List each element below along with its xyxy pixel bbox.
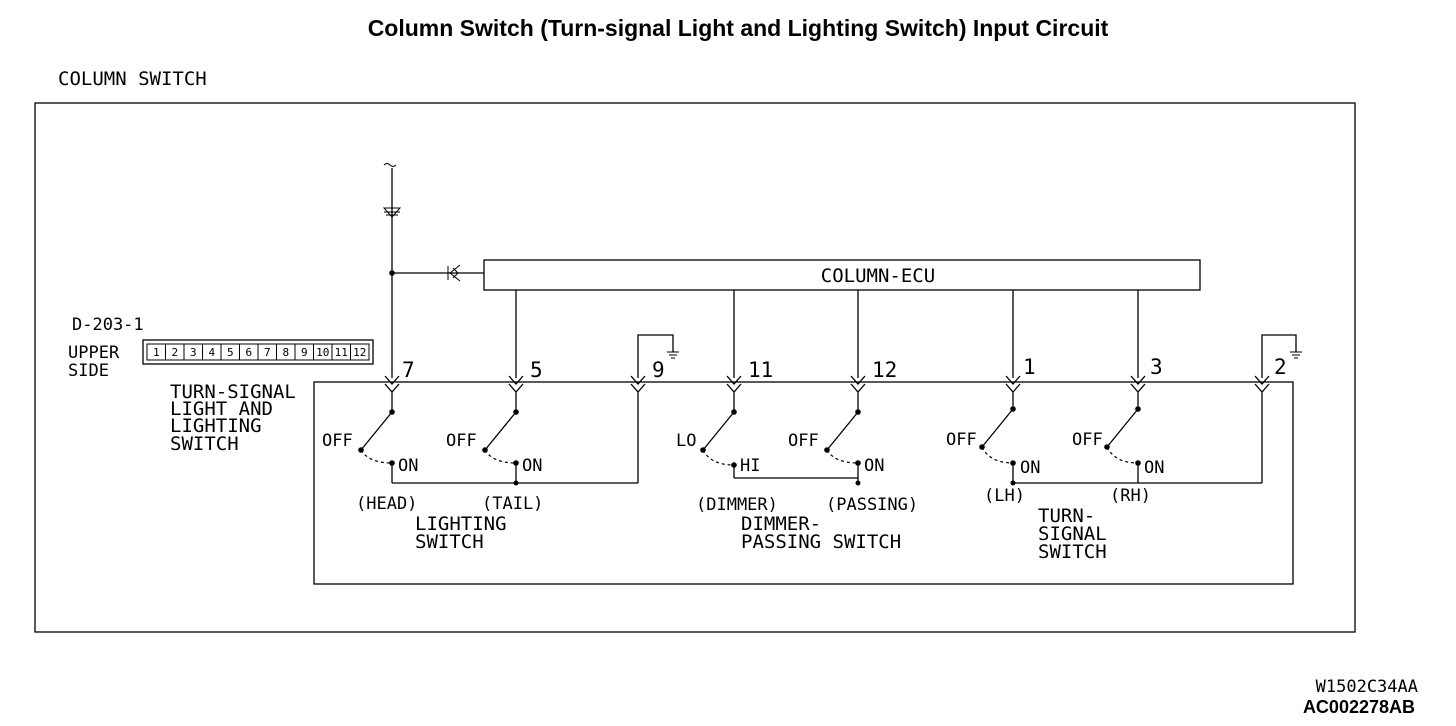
- connector-cell-number: 1: [153, 346, 160, 359]
- tail-off-label: OFF: [446, 431, 477, 451]
- diagram-title: Column Switch (Turn-signal Light and Lig…: [368, 15, 1109, 41]
- switch-block-line3: LIGHTING: [170, 415, 262, 437]
- common-return-lines: [391, 392, 1263, 486]
- passing-on-label: ON: [864, 456, 884, 476]
- ground-icon: [667, 351, 679, 359]
- switch-box: [313, 381, 1294, 585]
- terminal-icon: [384, 375, 400, 393]
- connector-cell-number: 3: [190, 346, 197, 359]
- terminal-icon: [1130, 375, 1146, 393]
- switch-contacts: [358, 392, 1141, 468]
- lighting-switch-line1: LIGHTING: [415, 513, 507, 535]
- column-ecu-label: COLUMN-ECU: [821, 265, 935, 287]
- dimmer-lo-label: LO: [676, 431, 696, 451]
- dimmer-passing-line2: PASSING SWITCH: [741, 531, 901, 553]
- lh-off-label: OFF: [946, 430, 977, 450]
- power-supply-line: [382, 163, 484, 378]
- switch-contact: [482, 392, 519, 466]
- pin-1-label: 1: [1023, 355, 1036, 379]
- connector-cell-number: 5: [227, 346, 234, 359]
- turn-signal-line2: SIGNAL: [1038, 523, 1107, 545]
- ground-leads: [637, 334, 1302, 378]
- lighting-switch-line2: SWITCH: [415, 531, 484, 553]
- tail-on-label: ON: [522, 456, 542, 476]
- tail-label: (TAIL): [482, 494, 543, 514]
- connector-cell-number: 9: [301, 346, 308, 359]
- switch-block-line1: TURN-SIGNAL: [170, 381, 296, 403]
- terminal-icon: [630, 375, 646, 393]
- column-ecu-box: [483, 259, 1201, 291]
- figure-id: AC002278AB: [1303, 697, 1415, 717]
- pin-7-label: 7: [402, 358, 415, 382]
- connector-cell: [350, 343, 370, 361]
- connector-cell-number: 4: [208, 346, 215, 359]
- head-label: (HEAD): [356, 494, 417, 514]
- dimmer-passing-line1: DIMMER-: [741, 513, 821, 535]
- pin-terminals: [384, 375, 1270, 393]
- pin-3-label: 3: [1150, 355, 1163, 379]
- rh-label: (RH): [1110, 486, 1151, 506]
- switch-contact: [358, 392, 395, 466]
- rh-off-label: OFF: [1072, 430, 1103, 450]
- switch-contact: [1104, 392, 1141, 466]
- ground-icon: [1290, 351, 1302, 359]
- pin-12-label: 12: [872, 358, 897, 382]
- switch-block-line4: SWITCH: [170, 433, 239, 455]
- connector-side-line1: UPPER: [68, 343, 120, 363]
- figure-code: W1502C34AA: [1316, 677, 1418, 697]
- pin-11-label: 11: [748, 358, 773, 382]
- column-switch-label: COLUMN SWITCH: [58, 68, 207, 90]
- lh-label: (LH): [984, 486, 1025, 506]
- connector-cell-number: 7: [264, 346, 271, 359]
- pin-5-label: 5: [530, 358, 543, 382]
- terminal-icon: [850, 375, 866, 393]
- head-off-label: OFF: [322, 431, 353, 451]
- diode-icon: [447, 264, 461, 282]
- terminal-icon: [1254, 375, 1270, 393]
- connector-cell-number: 2: [171, 346, 178, 359]
- connector-cell-number: 8: [282, 346, 289, 359]
- pin-2-label: 2: [1274, 355, 1287, 379]
- terminal-icon: [508, 375, 524, 393]
- ecu-signal-lines: [515, 290, 1139, 378]
- head-on-label: ON: [398, 456, 418, 476]
- dimmer-label: (DIMMER): [696, 495, 778, 515]
- terminal-icon: [1005, 375, 1021, 393]
- dimmer-hi-label: HI: [740, 456, 760, 476]
- connector-cell-number: 11: [335, 346, 348, 359]
- switch-contact: [700, 392, 737, 468]
- turn-signal-line3: SWITCH: [1038, 541, 1107, 563]
- switch-contact: [824, 392, 861, 466]
- switch-contact: [979, 392, 1016, 466]
- passing-off-label: OFF: [788, 431, 819, 451]
- connector-cell-number: 10: [316, 346, 329, 359]
- connector-face: [142, 339, 374, 365]
- pin-9-label: 9: [652, 358, 665, 382]
- connector-cell-number: 6: [245, 346, 252, 359]
- column-switch-frame: [34, 102, 1356, 633]
- rh-on-label: ON: [1144, 458, 1164, 478]
- connector-cell-number: 12: [353, 346, 366, 359]
- connector-side-line2: SIDE: [68, 361, 109, 381]
- lh-on-label: ON: [1020, 458, 1040, 478]
- connector-id: D-203-1: [72, 315, 144, 335]
- terminal-icon: [726, 375, 742, 393]
- switch-block-line2: LIGHT AND: [170, 398, 273, 420]
- passing-label: (PASSING): [826, 495, 918, 515]
- turn-signal-line1: TURN-: [1038, 505, 1095, 527]
